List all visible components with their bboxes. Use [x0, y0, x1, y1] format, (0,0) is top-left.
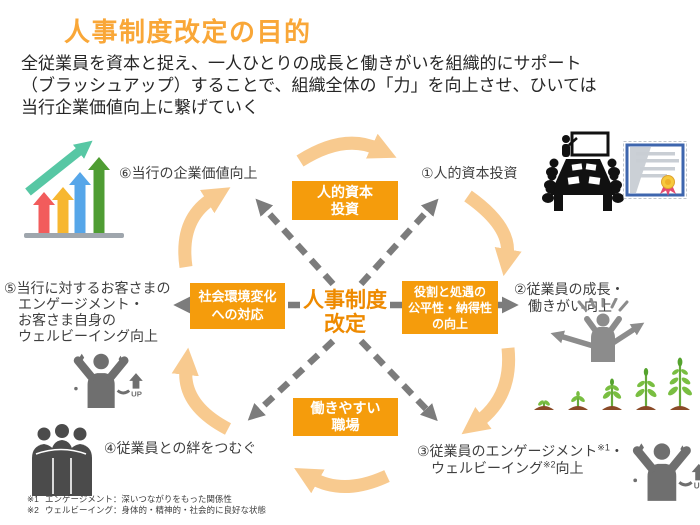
label-5-customer-engagement: ⑤当行に対するお客さまの エンゲージメント・ お客さま自身の ウェルビーイング向…	[4, 280, 171, 344]
person-up-icon-left: UP	[73, 353, 143, 408]
meeting-icon	[542, 131, 624, 211]
label-3-engagement-wellbeing: ③従業員のエンゲージメント※1・ ウェルビーイング※2向上	[417, 442, 624, 476]
box-social-environment-response: 社会環境変化 への対応	[190, 283, 285, 329]
arc-top	[296, 133, 397, 167]
arc-left-lower	[171, 347, 232, 435]
intro-line-2: （ブラッシュアップ）することで、組織全体の「力」を向上させ、ひいては	[21, 76, 597, 95]
growth-chart-icon	[24, 140, 124, 238]
arc-left-upper	[178, 187, 231, 268]
box-human-capital-investment: 人的資本 投資	[292, 181, 398, 220]
label-6-corporate-value: ⑥当行の企業価値向上	[119, 165, 258, 181]
intro-text: 全従業員を資本と捉え、一人ひとりの成長と働きがいを組織的にサポート （ブラッシュ…	[21, 53, 597, 119]
growing-plants-icon	[534, 357, 692, 410]
arc-right-upper	[464, 190, 522, 277]
label-2-employee-growth: ②従業員の成長・ 働きがい向上	[514, 281, 625, 314]
up-label: UP	[131, 389, 142, 398]
intro-line-3: 当行企業価値向上に繋げていく	[21, 98, 259, 117]
intro-line-1: 全従業員を資本と捉え、一人ひとりの成長と働きがいを組織的にサポート	[21, 54, 582, 73]
box-comfortable-workplace: 働きやすい 職場	[293, 398, 398, 436]
page-title: 人事制度改定の目的	[64, 17, 312, 47]
arc-bottom	[294, 467, 390, 494]
label-4-bond-with-employees: ④従業員との絆をつむぐ	[104, 440, 257, 456]
arc-right-lower	[461, 347, 516, 435]
box-role-treatment-fairness: 役割と処遇の 公平性・納得性 の向上	[402, 281, 498, 334]
up-label: UP	[694, 482, 700, 491]
label-1-human-capital: ①人的資本投資	[421, 165, 518, 181]
team-icon	[32, 424, 92, 496]
person-up-icon-right: UP	[632, 443, 700, 501]
certificate-icon	[623, 141, 687, 199]
center-hr-system-revision: 人事制度 改定	[303, 289, 387, 336]
